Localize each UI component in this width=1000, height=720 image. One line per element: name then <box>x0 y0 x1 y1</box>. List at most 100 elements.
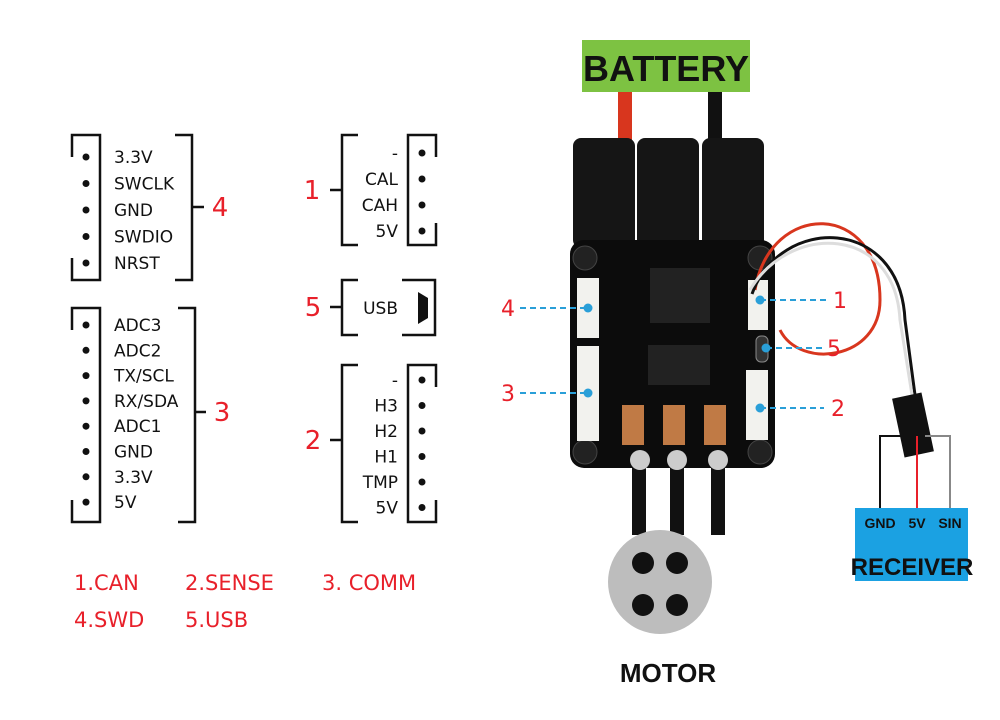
mcu-chip <box>650 268 710 323</box>
capacitor <box>702 138 764 248</box>
sense-pin-label: H2 <box>374 422 398 442</box>
comm-pin-dot <box>82 397 90 405</box>
screw <box>572 245 598 271</box>
swd-pin-dot <box>82 206 90 214</box>
can-pin-label: CAH <box>362 196 398 216</box>
motor-hole <box>632 552 654 574</box>
sense-pin-label: 5V <box>376 499 399 519</box>
receiver-pin-5v: 5V <box>908 515 926 531</box>
sense-brace <box>330 363 358 524</box>
callout-number: 4 <box>501 297 515 322</box>
swd-pin-label: NRST <box>114 254 160 274</box>
driver-chip <box>648 345 710 385</box>
legend-item: 2.SENSE <box>185 571 274 595</box>
comm-pin-dot <box>82 321 90 329</box>
sense-number: 2 <box>305 426 322 456</box>
motor-hole <box>666 552 688 574</box>
sense-pin-dot <box>418 427 426 435</box>
receiver-pin-sin: SIN <box>938 515 961 531</box>
motor-wire-b <box>670 460 684 535</box>
comm-pin-dot <box>82 346 90 354</box>
swd-pin-dot <box>82 180 90 187</box>
receiver-wire-red <box>753 222 882 356</box>
comm-pin-label: 3.3V <box>114 468 153 488</box>
sense-pin-dot <box>418 402 426 409</box>
comm-pin-label: RX/SDA <box>114 392 179 412</box>
comm-pin-label: ADC2 <box>114 341 161 361</box>
receiver-title: RECEIVER <box>851 554 974 581</box>
screw <box>747 439 773 465</box>
sense-pin-dot <box>418 376 426 384</box>
can-pin-dot <box>418 175 426 183</box>
motor-hole <box>666 594 688 616</box>
sense-pin-label: H3 <box>374 397 398 417</box>
comm-brace <box>178 306 206 524</box>
capacitor <box>573 138 635 248</box>
callout-dot <box>755 295 765 305</box>
legend-item: 1.CAN <box>74 571 139 595</box>
sense-pin-label: H1 <box>374 448 398 468</box>
screw <box>572 439 598 465</box>
callout-dot <box>583 388 593 398</box>
callout-dot <box>761 343 771 353</box>
mosfet-pad <box>622 405 644 445</box>
can-header-outline <box>406 133 438 247</box>
can-pin-label: CAL <box>365 170 398 190</box>
can-pin-dot <box>418 227 426 235</box>
sense-pin-label: - <box>392 371 398 391</box>
swd-brace <box>175 133 204 282</box>
callout-number: 1 <box>833 289 847 314</box>
receiver-pin-gnd: GND <box>864 515 895 531</box>
swd-pin-label: SWDIO <box>114 228 173 248</box>
usb-number: 5 <box>305 293 322 323</box>
motor-hole <box>632 594 654 616</box>
mosfet-pad <box>704 405 726 445</box>
comm-pin-dot <box>82 448 90 455</box>
usb-brace <box>330 278 358 337</box>
sense-pin-dot <box>418 453 426 460</box>
comm-pin-dot <box>82 372 90 380</box>
comm-number: 3 <box>214 398 231 428</box>
sense-pin-label: TMP <box>362 473 398 493</box>
callout-dot <box>583 303 593 313</box>
comm-pin-label: 5V <box>114 493 137 513</box>
legend-item: 4.SWD <box>74 608 144 632</box>
legend-item: 3. COMM <box>322 571 416 595</box>
motor-terminal <box>630 450 650 470</box>
comm-header-outline <box>70 306 102 524</box>
swd-pin-dot <box>82 259 90 267</box>
callout-number: 5 <box>827 337 841 362</box>
swd-header-outline <box>70 133 102 282</box>
usb-header-outline <box>402 278 437 337</box>
usb-port-icon <box>418 292 428 324</box>
receiver-box <box>855 508 968 581</box>
motor-wire-a <box>711 460 725 535</box>
can-pin-label: 5V <box>376 222 399 242</box>
comm-pin-label: TX/SCL <box>113 367 174 387</box>
comm-pin-dot <box>82 422 90 430</box>
comm-pin-label: ADC1 <box>114 417 161 437</box>
battery-red-wire <box>618 92 632 144</box>
motor-terminal <box>667 450 687 470</box>
comm-pin-label: ADC3 <box>114 316 161 336</box>
mosfet-pad <box>663 405 685 445</box>
motor-wire-c <box>632 460 646 535</box>
receiver-wire-white <box>748 241 914 396</box>
swd-number: 4 <box>212 193 229 223</box>
battery-label: BATTERY <box>583 48 749 89</box>
comm-pin-label: GND <box>114 443 153 463</box>
can-pin-dot <box>418 149 426 157</box>
callout-dot <box>755 403 765 413</box>
sense-pin-dot <box>418 504 426 511</box>
motor-terminal <box>708 450 728 470</box>
motor-label: MOTOR <box>620 658 717 688</box>
can-brace <box>330 133 358 247</box>
swd-pin-dot <box>82 153 90 161</box>
battery-label-box <box>582 40 750 92</box>
callout-number: 3 <box>501 382 515 407</box>
swd-pin-dot <box>82 233 90 240</box>
gnd-wire <box>879 435 910 508</box>
callout-number: 2 <box>831 397 845 422</box>
